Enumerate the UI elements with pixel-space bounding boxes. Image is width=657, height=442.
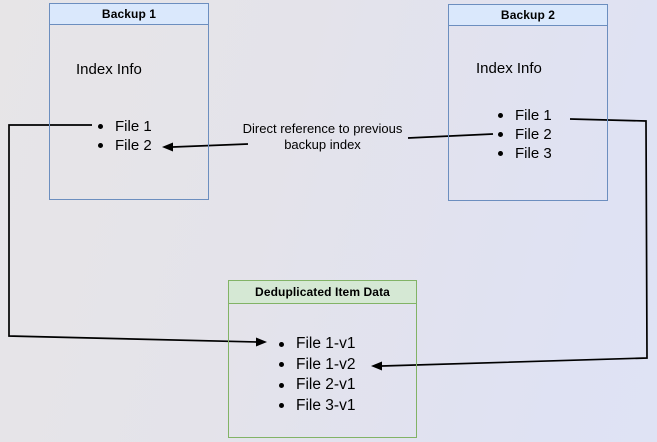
file-label: File 2 <box>515 126 552 143</box>
file-label: File 3 <box>515 145 552 162</box>
file-label: File 2-v1 <box>296 376 356 394</box>
file-item: File 1 <box>498 106 552 125</box>
file-label: File 1 <box>115 118 152 135</box>
file-label: File 1-v2 <box>296 355 356 373</box>
bullet-icon <box>98 124 103 129</box>
backup2-section-label: Index Info <box>476 60 542 77</box>
file-label: File 2 <box>115 137 152 154</box>
file-label: File 1 <box>515 107 552 124</box>
bullet-icon <box>279 362 284 368</box>
bullet-icon <box>498 151 503 156</box>
backup1-file-list: File 1 File 2 <box>98 117 152 155</box>
bullet-icon <box>279 403 284 409</box>
dedup-file-list: File 1-v1 File 1-v2 File 2-v1 File 3-v1 <box>279 334 355 416</box>
backup2-file-list: File 1 File 2 File 3 <box>498 106 552 163</box>
bullet-icon <box>279 341 284 347</box>
file-item: File 1 <box>98 117 152 136</box>
file-item: File 1-v2 <box>279 355 355 376</box>
bullet-icon <box>498 113 503 118</box>
file-item: File 3 <box>498 144 552 163</box>
connector-label: Direct reference to previous backup inde… <box>242 121 403 152</box>
file-item: File 2 <box>98 136 152 155</box>
dedup-header: Deduplicated Item Data <box>229 281 416 304</box>
file-item: File 2-v1 <box>279 375 355 396</box>
backup1-section-label: Index Info <box>76 61 142 78</box>
file-label: File 3-v1 <box>296 396 356 414</box>
bullet-icon <box>279 382 284 388</box>
backup2-header: Backup 2 <box>449 5 607 26</box>
backup1-header: Backup 1 <box>50 4 208 25</box>
file-item: File 2 <box>498 125 552 144</box>
bullet-icon <box>498 132 503 137</box>
file-label: File 1-v1 <box>296 335 356 353</box>
file-item: File 3-v1 <box>279 396 355 417</box>
backup1-box: Backup 1 Index Info File 1 File 2 <box>49 3 209 200</box>
bullet-icon <box>98 143 103 148</box>
file-item: File 1-v1 <box>279 334 355 355</box>
backup2-box: Backup 2 Index Info File 1 File 2 File 3 <box>448 4 608 201</box>
dedup-box: Deduplicated Item Data File 1-v1 File 1-… <box>228 280 417 438</box>
